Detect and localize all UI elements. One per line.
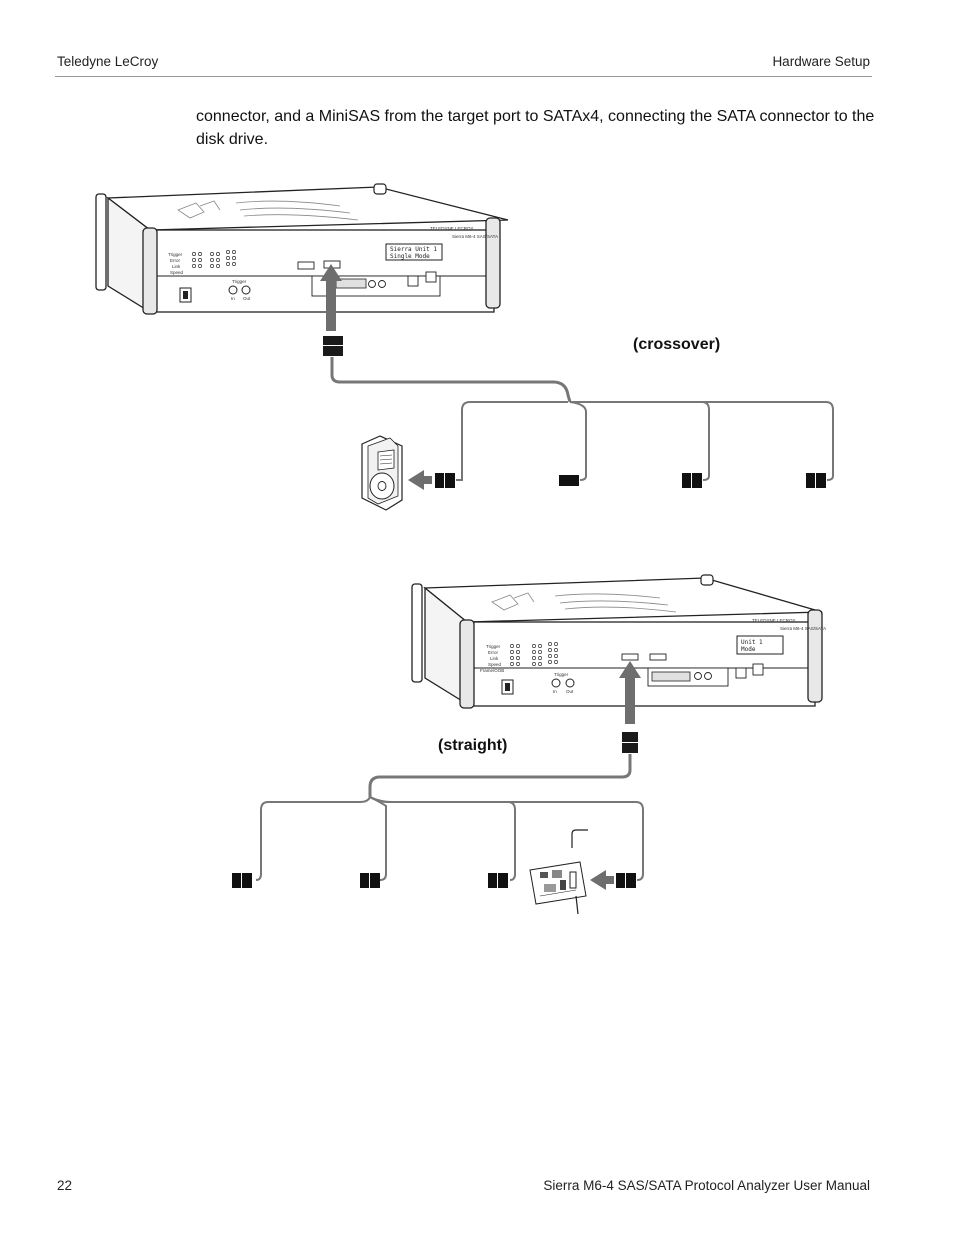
top-unit-port-left — [297, 261, 315, 270]
led-label-speed: Speed — [170, 270, 184, 275]
top-unit-model: Sierra M6-4 SAS/SATA — [452, 234, 498, 239]
header-left: Teledyne LeCroy — [57, 54, 159, 69]
minisas-connector-top — [323, 336, 343, 356]
top-unit-lcd-line2: Single Mode — [390, 253, 430, 260]
bottom-unit-lcd-line1: Unit 1 — [741, 639, 763, 646]
minisas-connector-bottom — [622, 732, 638, 753]
label-straight: (straight) — [438, 737, 507, 754]
arrow-to-top-unit — [320, 264, 342, 331]
led-label-link: Link — [172, 264, 181, 269]
bottom-unit-model: Sierra M6-4 SAS/SATA — [780, 626, 826, 631]
disk-drive — [361, 435, 403, 511]
bottom-unit-port-right — [649, 653, 667, 661]
led-label-frame-b: Frame/OOB — [480, 668, 504, 673]
arrow-to-bottom-unit — [619, 661, 641, 724]
bottom-unit-led-labels: Trigger Error Link Speed Frame/OOB — [480, 644, 504, 673]
header-rule — [55, 76, 872, 77]
top-unit-trigger-in: In — [231, 296, 235, 301]
led-label-error: Error — [170, 258, 181, 263]
bottom-unit-brand: TELEDYNE LECROY — [752, 618, 796, 623]
label-crossover: (crossover) — [633, 336, 720, 353]
bottom-unit-port-left — [621, 653, 639, 661]
body-paragraph: connector, and a MiniSAS from the target… — [196, 108, 875, 148]
header-right: Hardware Setup — [772, 54, 870, 69]
analyzer-unit-bottom: TELEDYNE LECROY Sierra M6-4 SAS/SATA Uni… — [411, 574, 826, 709]
top-unit-trigger-out: Out — [243, 296, 251, 301]
bottom-unit-trigger-label: Trigger — [554, 672, 569, 677]
top-unit-trigger-label: Trigger — [232, 279, 247, 284]
bottom-unit-trigger-out: Out — [566, 689, 574, 694]
led-label-trigger-b: Trigger — [486, 644, 501, 649]
host-adapter-card — [529, 829, 588, 915]
top-unit-lcd-line1: Sierra Unit 1 — [390, 246, 437, 253]
bottom-unit-lcd-line2: Mode — [741, 646, 756, 653]
sata-connectors-bottom-row — [232, 873, 636, 888]
sata-connectors-top-row — [435, 473, 826, 488]
arrow-to-disk-drive — [408, 470, 432, 490]
analyzer-unit-top: TELEDYNE LECROY Sierra M6-4 SAS/SATA Sie… — [95, 183, 509, 315]
top-unit-led-labels: Trigger Error Link Speed — [168, 252, 184, 275]
fanout-cable-bottom — [368, 754, 632, 797]
footer-page-number: 22 — [57, 1178, 73, 1193]
footer-manual-title: Sierra M6-4 SAS/SATA Protocol Analyzer U… — [543, 1178, 870, 1193]
arrow-to-host-card — [590, 870, 614, 890]
led-label-trigger: Trigger — [168, 252, 183, 257]
led-label-speed-b: Speed — [488, 662, 502, 667]
bottom-unit-trigger-in: In — [553, 689, 557, 694]
led-label-link-b: Link — [490, 656, 499, 661]
led-label-error-b: Error — [488, 650, 499, 655]
top-unit-brand: TELEDYNE LECROY — [430, 226, 474, 231]
fanout-cable-top — [330, 357, 572, 403]
